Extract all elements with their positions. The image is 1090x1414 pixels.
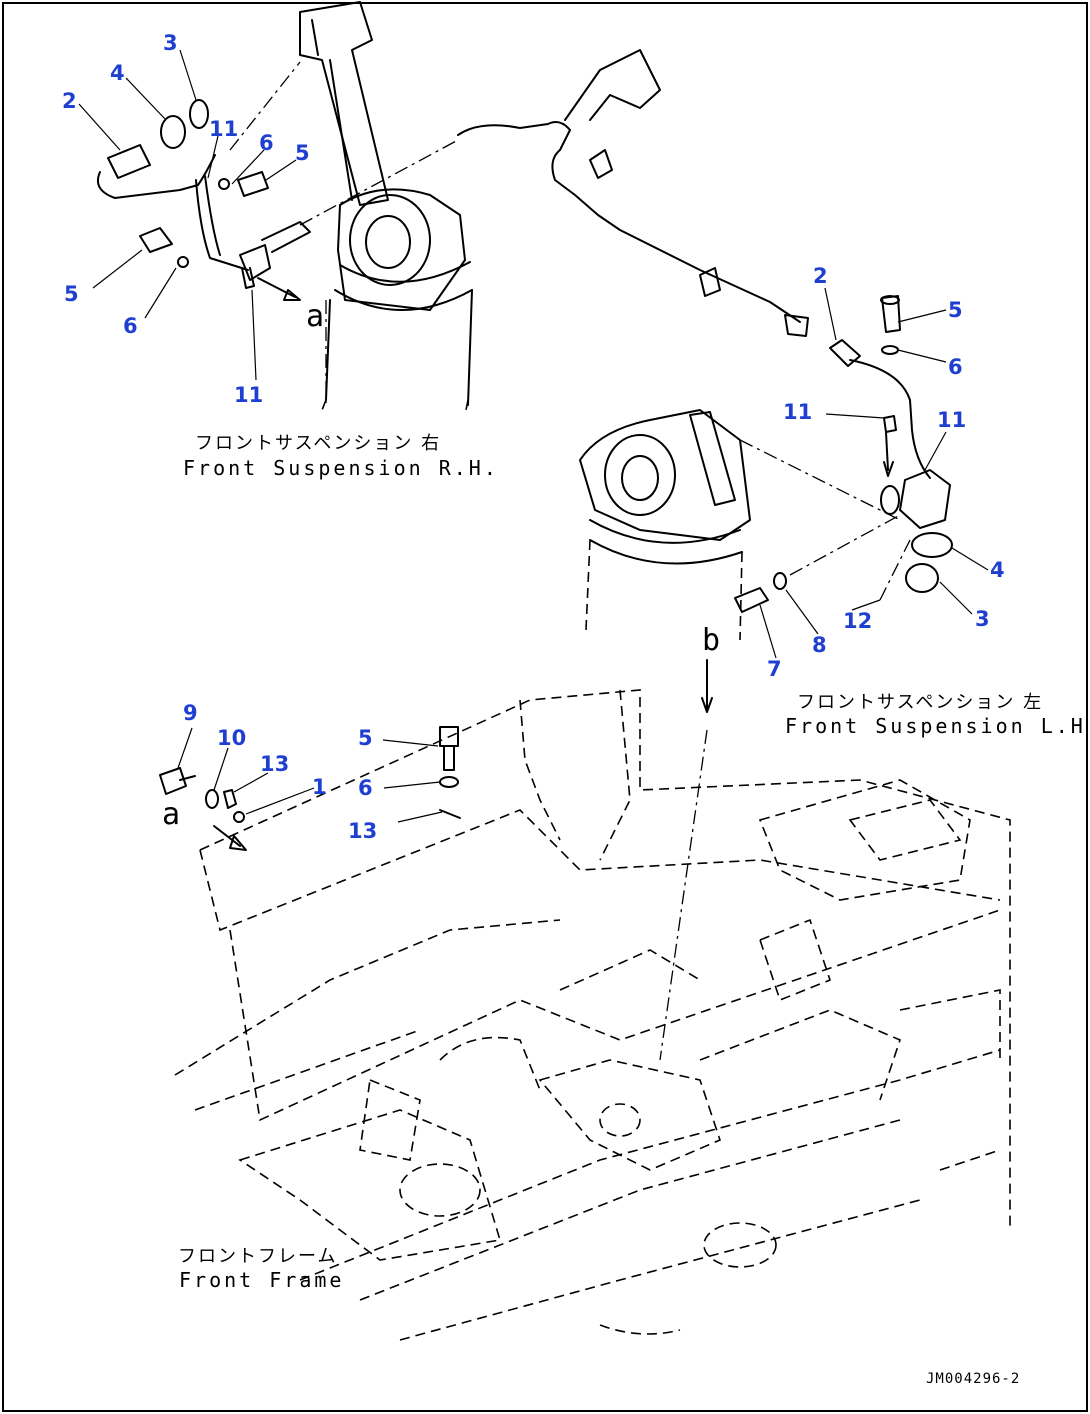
view-letters: a b a	[162, 299, 720, 832]
callout-2-lh: 2	[813, 264, 828, 288]
view-letter-a-upper: a	[306, 299, 324, 334]
callout-8-lh: 8	[812, 633, 827, 657]
callout-5-rh-top: 5	[295, 141, 310, 165]
callout-5-rh-left: 5	[64, 282, 79, 306]
caption-suspension-lh-jp: フロントサスペンション 左	[797, 692, 1043, 713]
callout-numbers: 2 4 3 11 6 5 5 6 11 2 5 6 11 11 4 12 3 8…	[62, 31, 1005, 843]
callout-11-rh-bottom: 11	[234, 383, 263, 407]
callout-6-frame: 6	[358, 776, 373, 800]
caption-suspension-rh-en: Front Suspension R.H.	[183, 456, 499, 480]
callout-5-frame: 5	[358, 726, 373, 750]
caption-suspension-lh-en: Front Suspension L.H.	[785, 714, 1090, 738]
callout-12-lh: 12	[843, 609, 872, 633]
document-id: JM004296-2	[926, 1371, 1020, 1387]
rh-sensor-assembly	[96, 99, 311, 301]
callout-4-rh: 4	[110, 61, 125, 85]
frame-fasteners	[159, 726, 461, 823]
callout-3-rh: 3	[163, 31, 178, 55]
caption-frame-en: Front Frame	[179, 1268, 344, 1292]
callout-11-rh-top: 11	[209, 117, 238, 141]
lh-sensor-assembly	[734, 295, 953, 613]
callout-6-lh: 6	[948, 355, 963, 379]
view-b-arrow	[659, 659, 713, 1061]
callout-3-lh: 3	[975, 607, 990, 631]
front-suspension-lh-drawing	[579, 409, 901, 641]
callout-13-frame-bottom: 13	[348, 819, 377, 843]
view-letter-a-lower: a	[162, 797, 180, 832]
front-suspension-rh-drawing	[299, 1, 473, 411]
callout-1-frame: 1	[312, 775, 327, 799]
callout-4-lh: 4	[990, 558, 1005, 582]
callout-13-frame-top: 13	[260, 752, 289, 776]
callout-9-frame: 9	[183, 701, 198, 725]
callout-2-rh: 2	[62, 89, 77, 113]
caption-frame-jp: フロントフレーム	[178, 1246, 337, 1267]
view-letter-b: b	[702, 623, 720, 658]
callout-6-rh-left: 6	[123, 314, 138, 338]
callout-5-lh: 5	[948, 298, 963, 322]
callout-11-lh-left: 11	[783, 400, 812, 424]
callout-7-lh: 7	[767, 657, 782, 681]
leader-lines	[78, 49, 989, 823]
upper-harness	[229, 49, 809, 408]
callout-11-lh-right: 11	[937, 408, 966, 432]
caption-suspension-rh-jp: フロントサスペンション 右	[195, 433, 441, 454]
captions: フロントサスペンション 右 Front Suspension R.H. フロント…	[178, 433, 1090, 1292]
front-frame-drawing	[174, 689, 1011, 1341]
callout-10-frame: 10	[217, 726, 246, 750]
callout-6-rh-top: 6	[259, 131, 274, 155]
